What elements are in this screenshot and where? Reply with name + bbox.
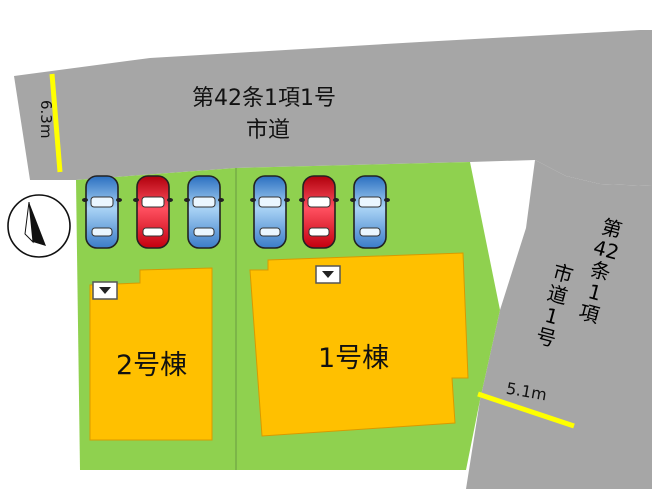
main-road — [14, 30, 652, 186]
building-1-label: 1号棟 — [318, 343, 390, 374]
car-icon — [250, 175, 290, 249]
road-width-marker-main — [49, 73, 63, 173]
north-arrow-icon — [7, 194, 71, 258]
car-icon — [133, 175, 173, 249]
parking — [82, 175, 390, 249]
car-icon — [350, 175, 390, 249]
car-icon — [184, 175, 224, 249]
car-icon — [82, 175, 122, 249]
main-road-type-label: 第42条1項1号 — [192, 86, 336, 111]
side-road-type-char: 項 — [576, 299, 602, 328]
entrance-marker-icon — [92, 281, 118, 300]
building-2 — [89, 267, 213, 441]
entrance-marker-icon — [315, 265, 341, 284]
road-width-marker-side — [477, 391, 575, 429]
main-road-width-label: 6.3m — [37, 100, 55, 139]
building-2-label: 2号棟 — [116, 350, 188, 381]
main-road-name-label: 市道 — [246, 118, 291, 143]
building-1 — [249, 252, 469, 437]
car-icon — [299, 175, 339, 249]
